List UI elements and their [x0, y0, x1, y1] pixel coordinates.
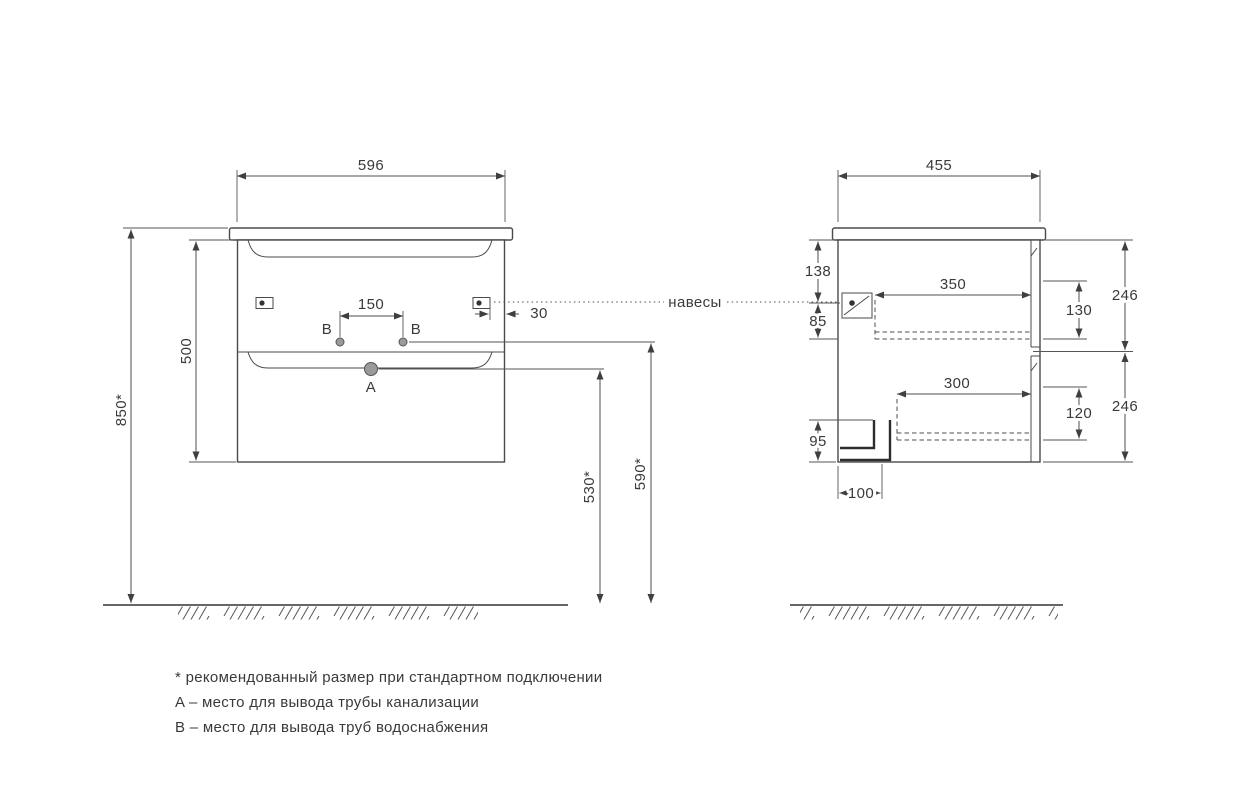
- point-b-left-icon: [335, 337, 345, 347]
- side-cabinet-body: [837, 239, 1041, 463]
- front-cabinet-body: [236, 239, 506, 463]
- point-a-icon: [364, 362, 378, 376]
- dim-depth: 455: [837, 157, 1041, 222]
- dim-hanger-drop: 85: [806, 304, 838, 340]
- floor-hatch-right: [800, 606, 1058, 620]
- note-point-a: A – место для вывода трубы канализации: [175, 694, 479, 711]
- floor: [103, 604, 1063, 620]
- dim-label-bottom-cutout: 95: [809, 433, 827, 450]
- label-point-b-right: B: [411, 321, 421, 338]
- dim-label-bottom-front-height: 246: [1112, 398, 1138, 415]
- hanger-left: [255, 297, 274, 309]
- dim-label-hanger-drop: 85: [809, 313, 827, 330]
- side-cabinet-outline: [831, 227, 1047, 463]
- dim-label-top-drawer-depth: 350: [940, 276, 966, 293]
- dim-bottom-drawer-height: 120: [1043, 386, 1095, 441]
- dim-top-front-height: 246: [1033, 239, 1141, 352]
- front-sink-recess-line: [247, 239, 493, 258]
- dim-bottom-cutout: 95: [806, 419, 873, 463]
- dim-label-bottom-drawer-depth: 300: [944, 375, 970, 392]
- drain-pipe-inner: [840, 420, 892, 462]
- dim-label-top-to-hanger: 138: [805, 263, 831, 280]
- dim-label-bottom-drawer-height: 120: [1066, 405, 1092, 422]
- floor-hatch-left: [178, 606, 478, 620]
- dim-pipe-offset: 100: [837, 464, 883, 505]
- dim-bottom-drawer-depth: 300: [897, 375, 1031, 398]
- point-b-right-icon: [398, 337, 408, 347]
- dim-label-top-front-height: 246: [1112, 287, 1138, 304]
- drain-pipe-outer: [840, 420, 876, 450]
- notes: * рекомендованный размер при стандартном…: [175, 669, 602, 736]
- dim-label-top-drawer-height: 130: [1066, 302, 1092, 319]
- side-bottom-drawer: [896, 399, 1031, 441]
- dim-label-front-width: 596: [358, 157, 384, 174]
- dim-label-drain-height: 530*: [581, 471, 598, 503]
- dim-supply-spacing: 150: [339, 296, 404, 337]
- side-bottom-handle-notch: [1030, 362, 1038, 372]
- dim-top-to-hanger: 138: [802, 239, 840, 304]
- front-countertop: [228, 227, 514, 241]
- dim-label-supply-spacing: 150: [358, 296, 384, 313]
- dim-top-drawer-height: 130: [1043, 280, 1095, 340]
- dim-label-install-height: 850*: [113, 394, 130, 426]
- dim-cabinet-height: 500: [178, 239, 236, 463]
- side-top-drawer: [874, 300, 1031, 340]
- front-cabinet-outline: [228, 227, 514, 463]
- dim-label-supply-height: 590*: [632, 458, 649, 490]
- hangers-callout: навесы: [494, 294, 848, 311]
- hanger-right-pin-icon: [476, 300, 482, 306]
- note-point-b: B – место для вывода труб водоснабжения: [175, 719, 488, 736]
- side-countertop: [831, 227, 1047, 241]
- hanger-left-pin-icon: [259, 300, 265, 306]
- hangers-callout-label: навесы: [668, 294, 721, 311]
- dim-hanger-offset: 30: [475, 303, 548, 322]
- front-view: 596 500 850* 150 30 B: [113, 157, 655, 603]
- side-top-handle-notch: [1030, 247, 1038, 257]
- dim-label-hanger-offset: 30: [530, 305, 548, 322]
- dim-bottom-front-height: 246: [1043, 353, 1141, 463]
- dim-label-depth: 455: [926, 157, 952, 174]
- dim-install-height: 850*: [113, 227, 228, 603]
- dim-label-cabinet-height: 500: [178, 338, 195, 364]
- drain-pipe: [840, 420, 892, 462]
- connection-points: B B A: [322, 321, 655, 396]
- dim-top-drawer-depth: 350: [875, 276, 1031, 299]
- dim-drain-height: 530*: [581, 370, 604, 603]
- hanger-bracket: [841, 292, 873, 319]
- label-point-b-left: B: [322, 321, 332, 338]
- side-hanger-bracket: [841, 292, 873, 319]
- dim-front-width: 596: [236, 157, 506, 222]
- dim-supply-height: 590*: [632, 343, 655, 603]
- dim-label-pipe-offset: 100: [848, 485, 874, 502]
- side-view: 455 138 85 350 130 246: [802, 157, 1141, 505]
- label-point-a: A: [366, 379, 376, 396]
- note-recommended: * рекомендованный размер при стандартном…: [175, 669, 602, 686]
- hanger-bracket-pin-icon: [849, 300, 855, 306]
